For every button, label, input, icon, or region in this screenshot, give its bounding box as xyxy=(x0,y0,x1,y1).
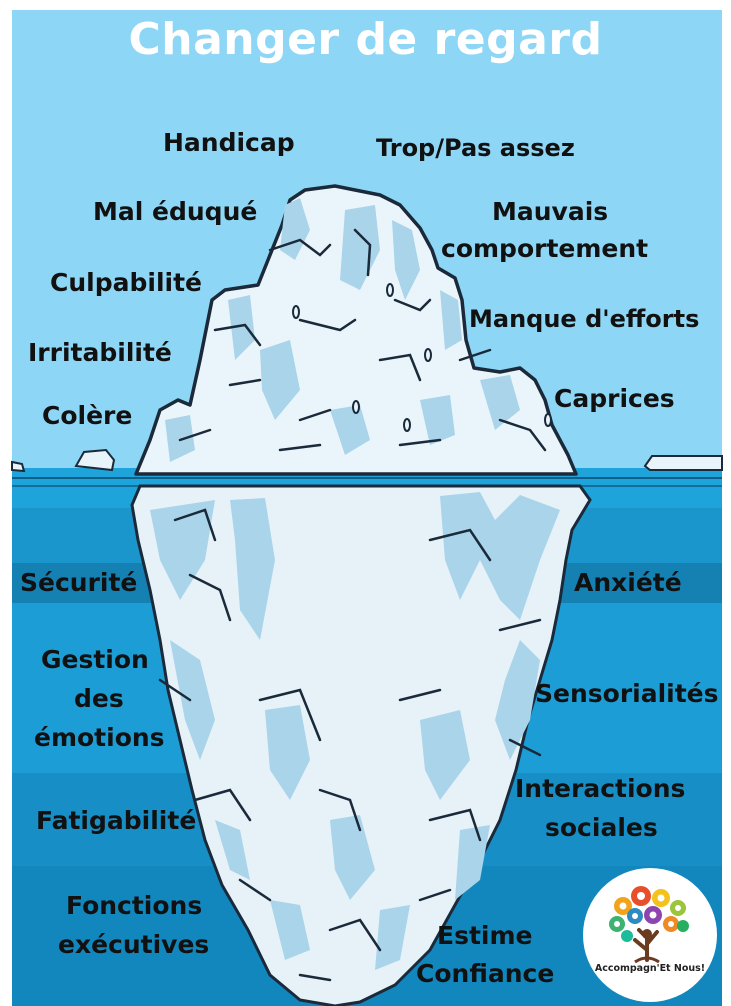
small-ice-left xyxy=(74,448,116,472)
label-estime: Estime xyxy=(437,921,533,950)
label-interactions: Interactions xyxy=(515,774,686,803)
label-des: des xyxy=(74,684,124,713)
label-manque-defforts: Manque d'efforts xyxy=(469,305,700,333)
label-fonctions: Fonctions xyxy=(66,891,203,920)
label-executives: exécutives xyxy=(58,930,210,959)
tree-gears-icon xyxy=(609,886,689,964)
label-securite: Sécurité xyxy=(20,568,138,597)
page-title: Changer de regard xyxy=(128,14,603,65)
iceberg-tip xyxy=(134,184,578,476)
logo-text: Accompagn'Et Nous! xyxy=(594,963,706,974)
label-irritabilite: Irritabilité xyxy=(28,338,172,367)
label-mal-eduque: Mal éduqué xyxy=(93,197,258,226)
label-trop-pas-assez: Trop/Pas assez xyxy=(376,134,575,162)
label-fatigabilite: Fatigabilité xyxy=(36,806,197,835)
label-emotions: émotions xyxy=(34,723,165,752)
label-sociales: sociales xyxy=(545,813,658,842)
label-gestion: Gestion xyxy=(41,645,149,674)
label-handicap: Handicap xyxy=(163,128,295,157)
label-anxiete: Anxiété xyxy=(574,568,682,597)
small-ice-right xyxy=(643,455,723,471)
label-confiance: Confiance xyxy=(416,959,555,988)
label-comportement: comportement xyxy=(441,234,649,263)
label-culpabilite: Culpabilité xyxy=(50,268,202,297)
brand-logo: Accompagn'Et Nous! xyxy=(583,868,717,1002)
label-caprices: Caprices xyxy=(554,384,675,413)
label-mauvais: Mauvais xyxy=(492,197,609,226)
small-ice-left-edge xyxy=(11,460,26,473)
label-colere: Colère xyxy=(42,401,133,430)
label-sensorialites: Sensorialités xyxy=(535,679,719,708)
